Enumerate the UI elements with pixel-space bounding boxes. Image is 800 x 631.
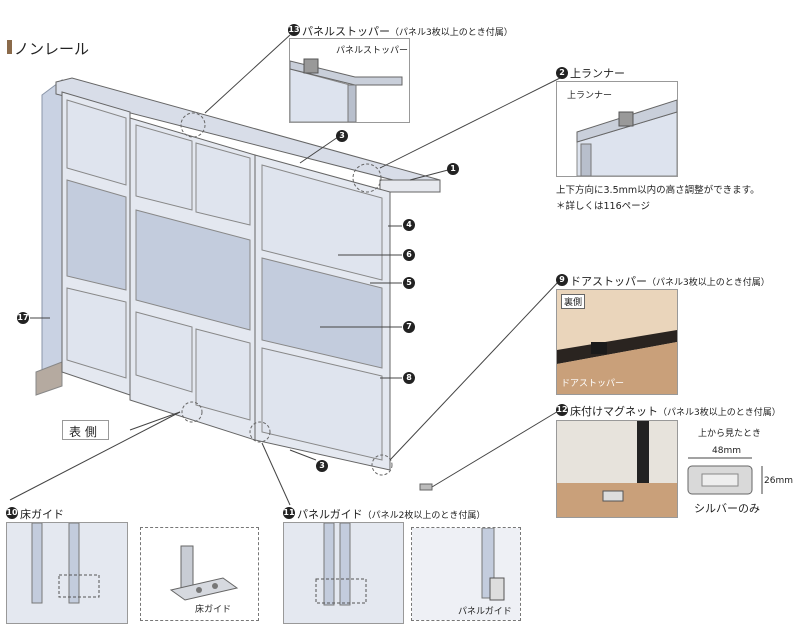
upper-runner-inset: 上ランナー xyxy=(556,81,678,177)
silver-only-label: シルバーのみ xyxy=(694,502,760,515)
panel-stopper-note: （パネル3枚以上のとき付属） xyxy=(390,28,513,38)
panel-guide-photo xyxy=(283,522,404,624)
back-side-tag: 裏側 xyxy=(561,294,586,309)
panel-guide-detail-illustration xyxy=(412,527,520,620)
title-marker xyxy=(7,40,12,54)
callout-4: 4 xyxy=(403,219,415,231)
callout-5: 5 xyxy=(403,277,415,289)
callout-2: 2 xyxy=(556,67,568,79)
callout-17: 17 xyxy=(17,312,29,324)
callout-10: 10 xyxy=(6,507,18,519)
height-dimension: 26mm xyxy=(764,476,793,486)
callout-13: 13 xyxy=(288,24,300,36)
door-stopper-inset-label: ドアストッパー xyxy=(561,379,625,389)
callout-6: 6 xyxy=(403,249,415,261)
floor-guide-illustration xyxy=(7,523,127,623)
panel-stopper-inset: パネルストッパー xyxy=(289,38,410,123)
floor-magnet-illustration xyxy=(557,421,677,517)
callout-12: 12 xyxy=(556,404,568,416)
floor-magnet-note: （パネル3枚以上のとき付属） xyxy=(658,408,781,418)
upper-runner-desc: 上下方向に3.5mm以内の高さ調整ができます。 xyxy=(556,185,760,196)
callout-7: 7 xyxy=(403,321,415,333)
callout-3-bottom: 3 xyxy=(316,460,328,472)
width-dimension: 48mm xyxy=(712,446,741,456)
panel-guide-illustration xyxy=(284,523,403,623)
callout-9: 9 xyxy=(556,274,568,286)
door-stopper-heading: ドアストッパー（パネル3枚以上のとき付属） xyxy=(570,273,770,289)
upper-runner-ref: ＊詳しくは116ページ xyxy=(556,201,650,212)
door-stopper-title: ドアストッパー xyxy=(570,275,647,288)
callout-8: 8 xyxy=(403,372,415,384)
page-title: ノンレール xyxy=(14,40,90,58)
panel-guide-detail: パネルガイド xyxy=(411,527,521,621)
callout-3-top: 3 xyxy=(336,130,348,142)
door-stopper-note: （パネル3枚以上のとき付属） xyxy=(647,278,770,288)
panel-guide-inset-label: パネルガイド xyxy=(458,607,512,617)
floor-magnet-title: 床付けマグネット xyxy=(570,405,658,418)
upper-runner-heading: 上ランナー xyxy=(570,67,625,80)
upper-runner-inset-label: 上ランナー xyxy=(567,91,613,101)
panel-guide-note: （パネル2枚以上のとき付属） xyxy=(362,511,486,521)
front-side-text: 表 側 xyxy=(69,425,97,439)
floor-guide-detail-illustration xyxy=(169,545,239,601)
door-stopper-photo: 裏側 ドアストッパー xyxy=(556,289,678,395)
callout-11: 11 xyxy=(283,507,295,519)
panel-stopper-illustration xyxy=(290,58,403,122)
top-view-label: 上から見たとき xyxy=(698,429,762,439)
floor-guide-heading: 床ガイド xyxy=(20,508,64,521)
door-stopper-illustration xyxy=(557,290,677,394)
front-side-label: 表 側 xyxy=(62,420,109,440)
magnet-top-view xyxy=(687,457,763,495)
floor-guide-detail: 床ガイド xyxy=(140,527,259,621)
panel-guide-title: パネルガイド xyxy=(297,508,363,521)
floor-guide-photo xyxy=(6,522,128,624)
panel-stopper-heading: パネルストッパー（パネル3枚以上のとき付属） xyxy=(302,23,513,39)
upper-runner-illustration xyxy=(576,99,677,176)
panel-stopper-inset-label: パネルストッパー xyxy=(336,46,409,56)
floor-guide-inset-label: 床ガイド xyxy=(195,605,232,615)
panel-guide-heading: パネルガイド（パネル2枚以上のとき付属） xyxy=(297,506,485,522)
floor-magnet-heading: 床付けマグネット（パネル3枚以上のとき付属） xyxy=(570,403,781,419)
floor-magnet-photo xyxy=(556,420,678,518)
callout-1: 1 xyxy=(447,163,459,175)
panel-stopper-title: パネルストッパー xyxy=(302,25,390,38)
